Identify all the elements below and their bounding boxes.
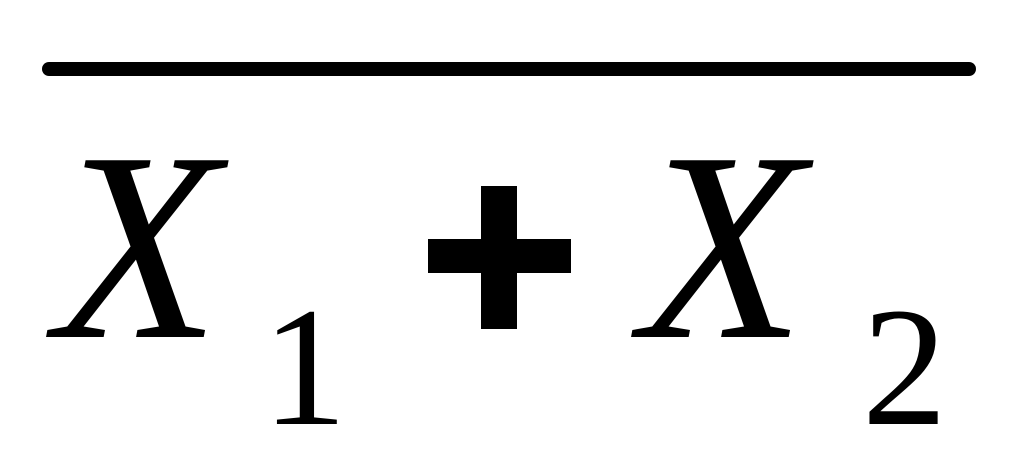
- plus-vertical-stroke: [481, 186, 517, 329]
- overline-bar: [42, 62, 976, 76]
- variable-x2: X: [640, 97, 805, 396]
- variable-x1: X: [55, 97, 220, 396]
- subscript-1: 1: [262, 273, 347, 461]
- subscript-2: 2: [862, 273, 947, 461]
- plus-operator: [428, 186, 571, 329]
